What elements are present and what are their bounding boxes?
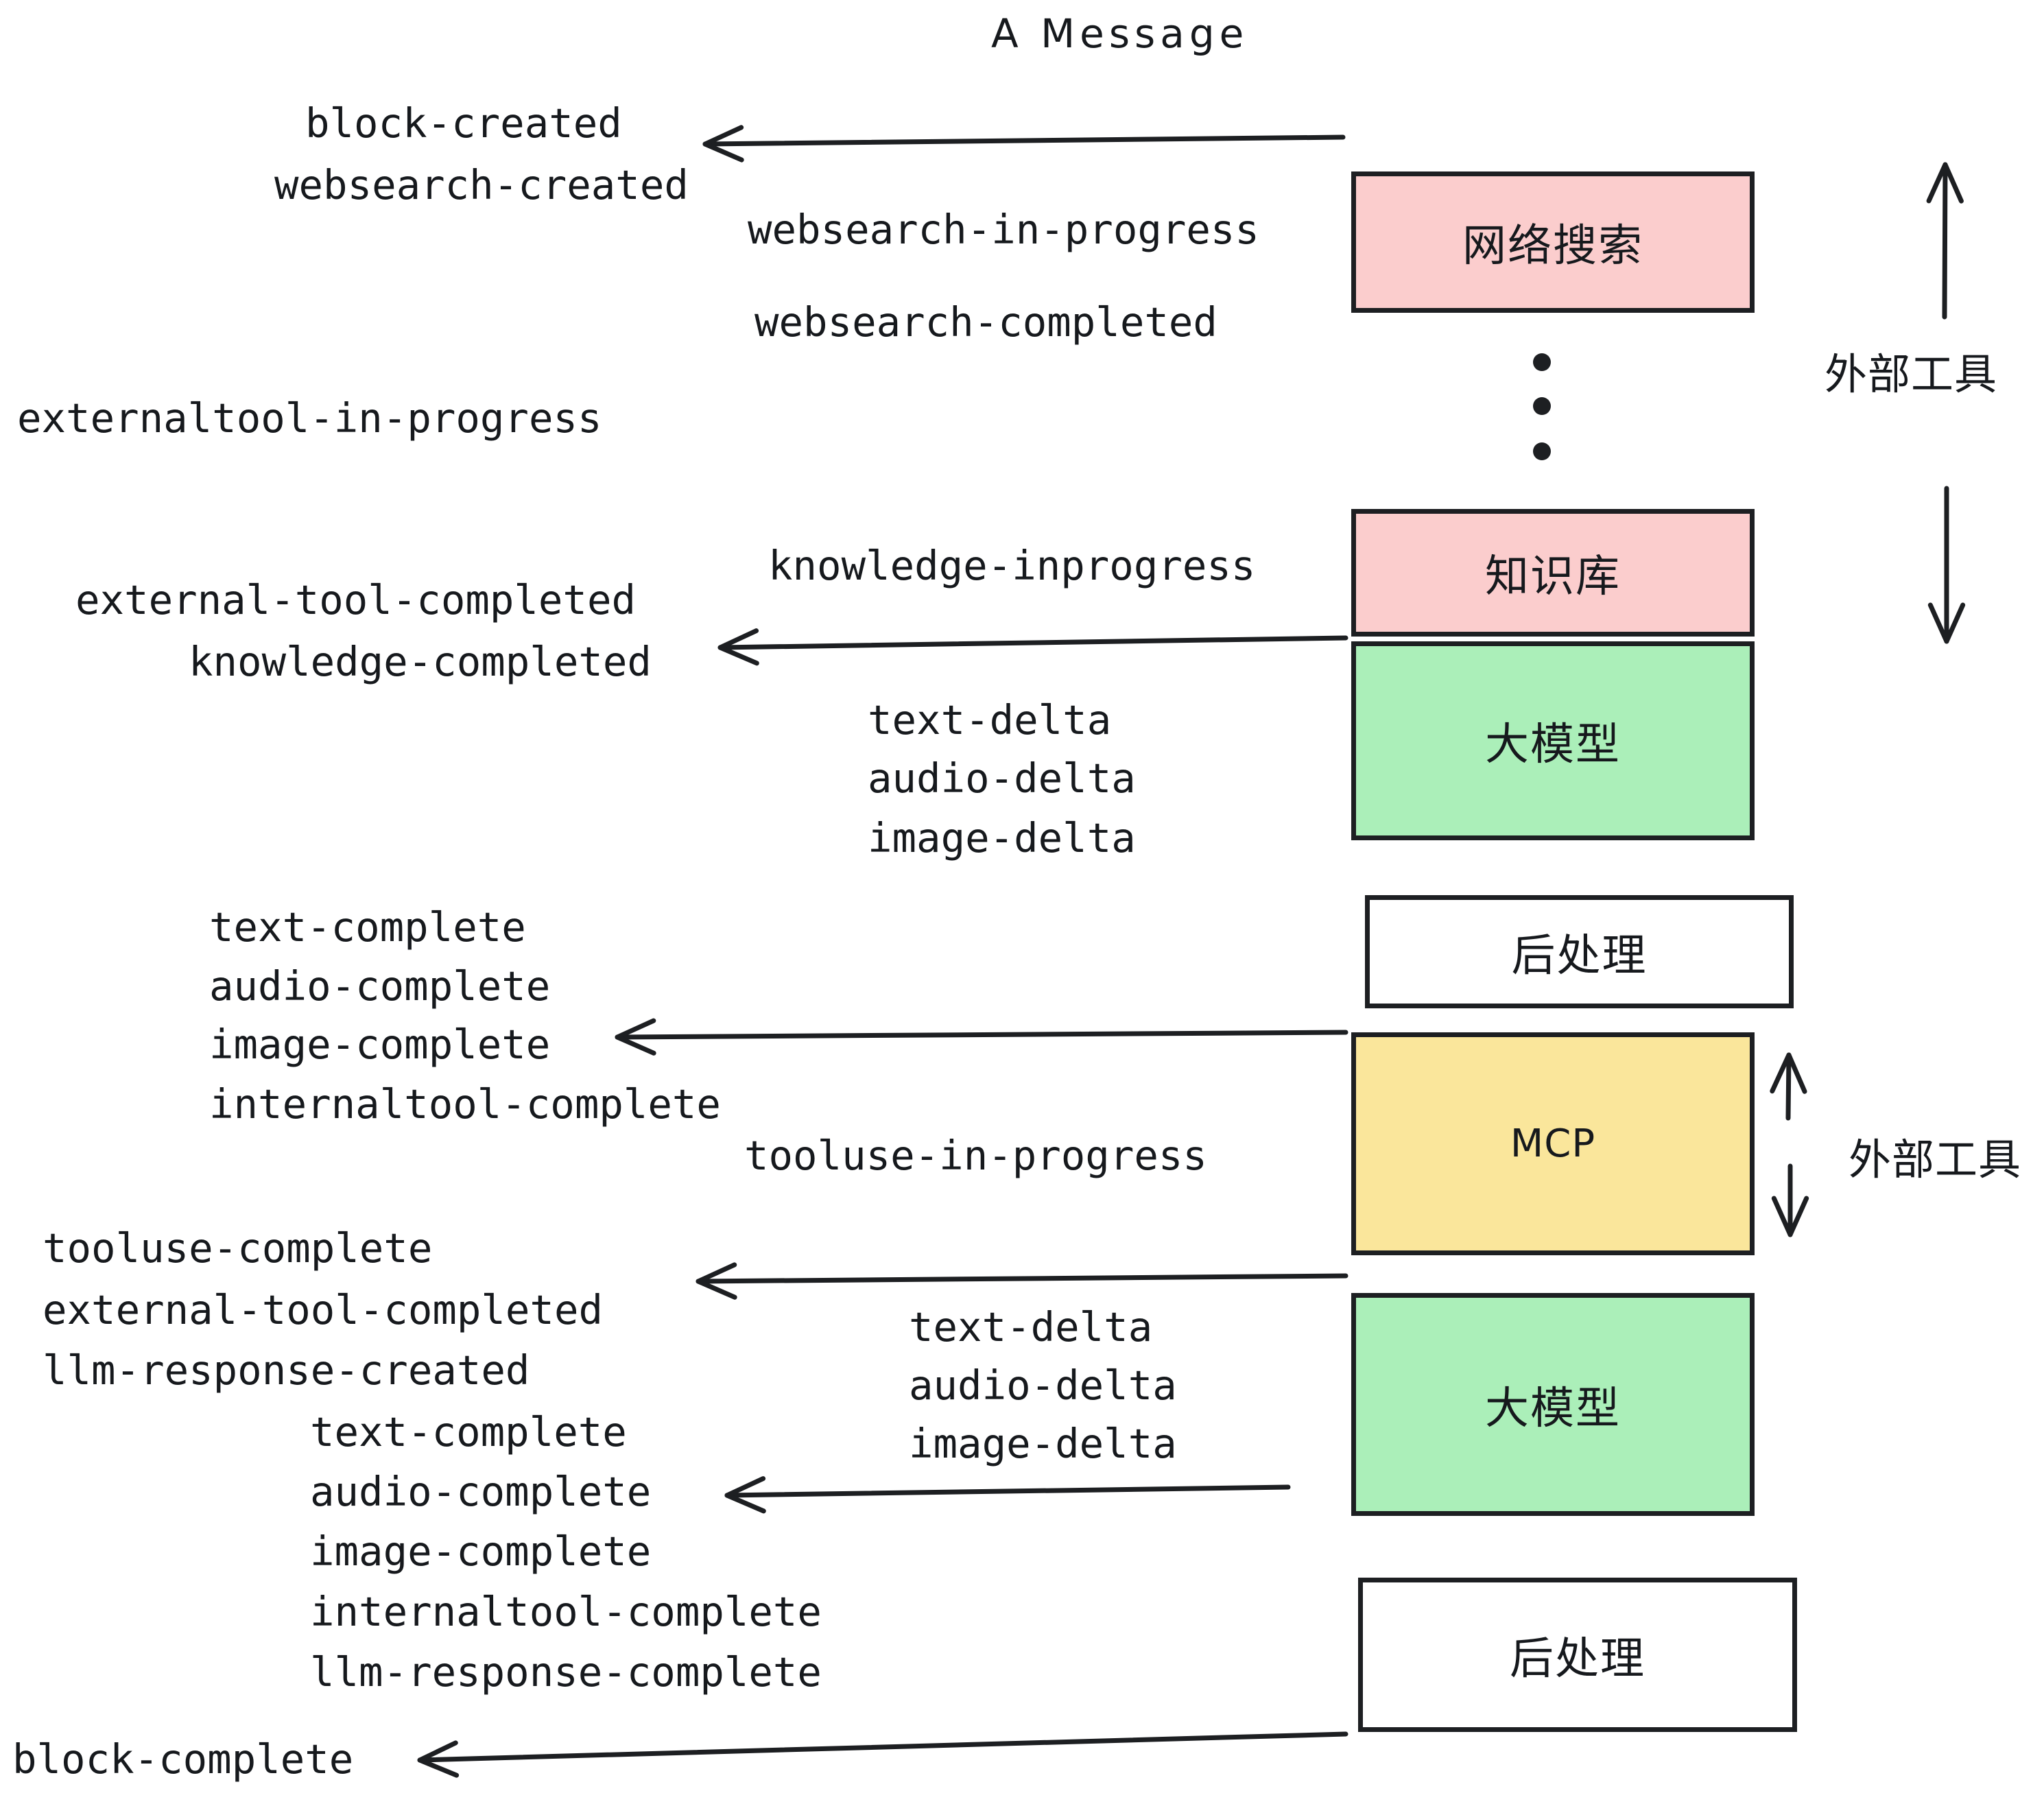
event-label-websearch-completed: websearch-completed	[754, 298, 1217, 346]
event-label-externaltool-in-progress: externaltool-in-progress	[17, 394, 602, 442]
arrow-head	[1770, 1052, 1807, 1094]
arrow-head	[696, 1262, 737, 1300]
event-label-websearch-in-progress: websearch-in-progress	[748, 206, 1259, 253]
node-box-label: 后处理	[1511, 930, 1648, 982]
event-label-text-delta-1: text-delta	[868, 696, 1112, 744]
node-box-websearch: 网络搜索	[1351, 171, 1755, 313]
event-label-internaltool-complete-2: internaltool-complete	[310, 1588, 822, 1635]
node-box-label: MCP	[1510, 1121, 1596, 1166]
arrow-postprocess-to-left	[615, 1018, 1348, 1056]
event-label-websearch-created: websearch-created	[274, 161, 689, 209]
event-label-audio-complete-2: audio-complete	[310, 1468, 652, 1515]
arrow-knowledge-to-left	[717, 628, 1348, 666]
arrow-head	[615, 1018, 656, 1056]
event-label-image-complete-1: image-complete	[209, 1021, 551, 1068]
arrow-head	[702, 125, 744, 163]
arrow-postprocess-to-block	[417, 1731, 1348, 1778]
event-label-text-complete-2: text-complete	[310, 1408, 627, 1456]
event-label-block-created: block-created	[305, 99, 622, 147]
arrow-external-tool-down-2	[1771, 1163, 1809, 1237]
event-label-text-complete-1: text-complete	[209, 903, 526, 951]
event-label-image-complete-2: image-complete	[310, 1528, 652, 1575]
node-box-knowledge: 知识库	[1351, 509, 1755, 637]
arrow-head	[1926, 162, 1964, 204]
event-label-text-delta-2: text-delta	[909, 1303, 1153, 1351]
arrow-head	[717, 628, 759, 666]
arrow-mcp-to-left	[696, 1262, 1348, 1300]
arrow-head	[1771, 1196, 1809, 1237]
node-box-llm-bottom: 大模型	[1351, 1293, 1755, 1516]
event-label-audio-delta-2: audio-delta	[909, 1362, 1177, 1409]
arrow-external-tool-up-2	[1770, 1052, 1807, 1121]
node-box-mcp: MCP	[1351, 1032, 1755, 1255]
event-label-llm-response-complete: llm-response-complete	[310, 1648, 822, 1696]
arrow-websearch-to-block	[702, 125, 1346, 163]
node-box-post-bottom: 后处理	[1358, 1578, 1797, 1732]
event-label-audio-complete-1: audio-complete	[209, 962, 551, 1010]
arrow-head	[1927, 602, 1966, 644]
side-label-external-tool-top: 外部工具	[1825, 349, 1998, 399]
arrow-head	[417, 1740, 460, 1778]
node-box-label: 知识库	[1485, 551, 1621, 602]
arrow-llm-bottom-to-left	[724, 1476, 1291, 1514]
event-label-image-delta-2: image-delta	[909, 1420, 1177, 1467]
event-label-knowledge-completed: knowledge-completed	[189, 638, 652, 685]
event-label-knowledge-inprogress: knowledge-inprogress	[768, 542, 1256, 589]
node-box-label: 大模型	[1485, 720, 1621, 770]
arrow-external-tool-down	[1927, 486, 1966, 644]
node-box-post-top: 后处理	[1365, 895, 1794, 1008]
node-box-llm-top: 大模型	[1351, 641, 1755, 840]
ellipsis-dot	[1533, 353, 1551, 371]
side-label-external-tool-bottom: 外部工具	[1849, 1135, 2022, 1185]
node-box-label: 大模型	[1485, 1383, 1621, 1434]
event-label-tooluse-in-progress: tooluse-in-progress	[744, 1132, 1207, 1179]
event-label-image-delta-1: image-delta	[868, 814, 1136, 862]
ellipsis-dot	[1533, 442, 1551, 460]
event-label-block-complete: block-complete	[12, 1735, 354, 1783]
node-box-label: 网络搜索	[1462, 221, 1643, 272]
node-box-label: 后处理	[1510, 1633, 1645, 1685]
page-title: A Message	[991, 10, 1249, 57]
ellipsis-dot	[1533, 397, 1551, 415]
event-label-external-tool-completed-1: external-tool-completed	[75, 576, 636, 624]
arrow-head	[724, 1476, 766, 1514]
event-label-internaltool-complete-1: internaltool-complete	[209, 1080, 721, 1128]
event-label-audio-delta-1: audio-delta	[868, 755, 1136, 802]
event-label-external-tool-completed-2: external-tool-completed	[43, 1286, 603, 1333]
event-label-llm-response-created: llm-response-created	[43, 1346, 530, 1394]
arrow-external-tool-up	[1926, 162, 1964, 320]
event-label-tooluse-complete: tooluse-complete	[43, 1224, 433, 1272]
